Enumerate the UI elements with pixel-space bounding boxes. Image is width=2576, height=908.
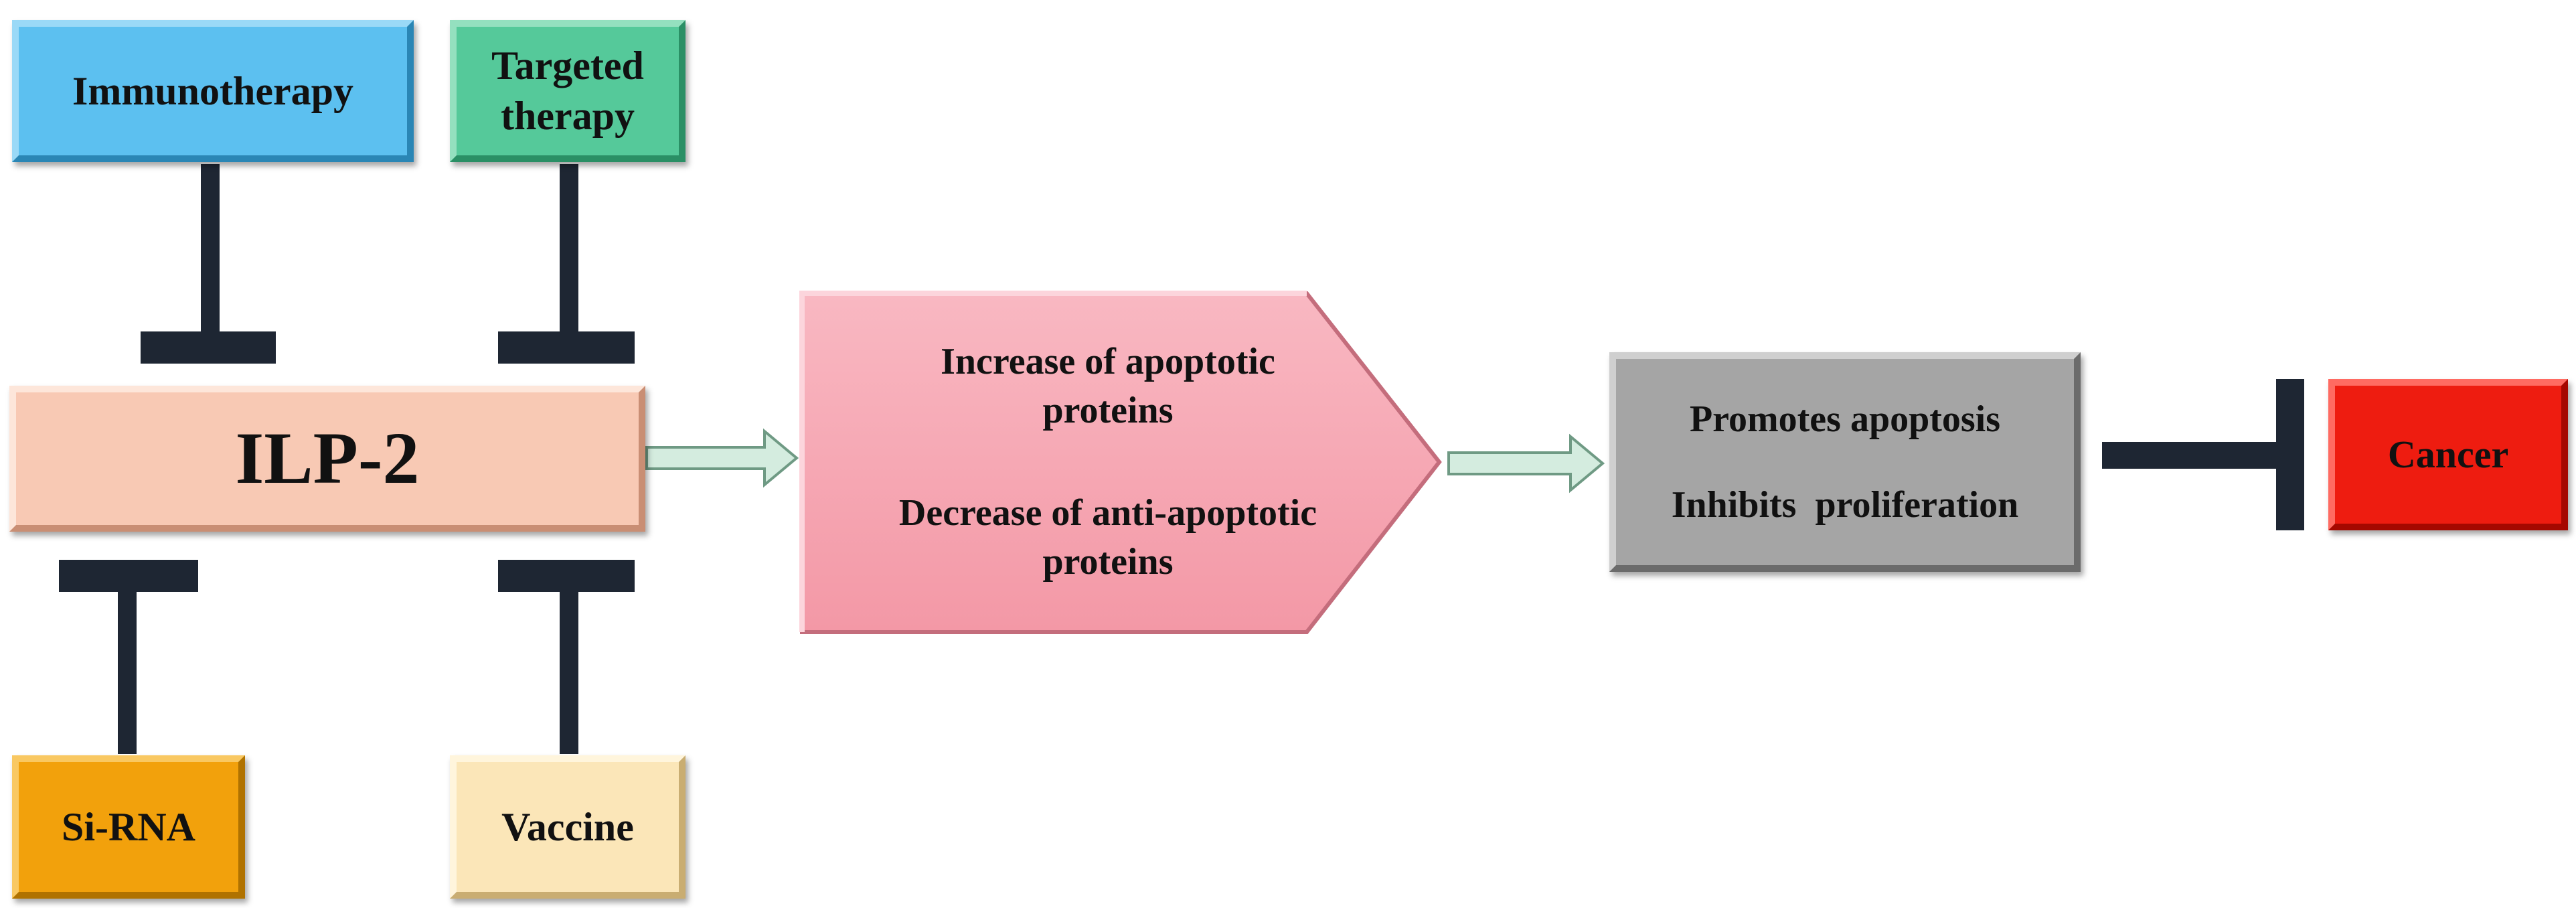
sirna-node: Si-RNA <box>12 755 245 899</box>
vaccine-label: Vaccine <box>501 804 634 849</box>
decrease-anti-apoptotic-label: Decrease of anti-apoptotic proteins <box>898 492 1317 583</box>
immunotherapy-label: Immunotherapy <box>72 68 354 113</box>
sirna-label: Si-RNA <box>61 804 195 849</box>
ilp2-label: ILP-2 <box>235 417 420 500</box>
inhibitor-immunotherapy-to-ilp2 <box>141 164 276 364</box>
protein-changes-node: Increase of apoptotic proteins Decrease … <box>803 295 1413 629</box>
vaccine-node: Vaccine <box>450 755 686 899</box>
inhibitor-outcomes-to-cancer <box>2102 379 2304 530</box>
ilp2-node: ILP-2 <box>9 386 645 532</box>
arrow-ilp2-to-proteins <box>645 428 799 488</box>
increase-apoptotic-label: Increase of apoptotic proteins <box>941 341 1275 432</box>
cancer-node: Cancer <box>2328 379 2568 530</box>
arrow-proteins-to-outcomes <box>1447 433 1605 494</box>
targeted-therapy-label: Targeted therapy <box>491 44 644 138</box>
inhibits-proliferation-label: Inhibits proliferation <box>1671 484 2019 526</box>
targeted-therapy-node: Targeted therapy <box>450 20 686 162</box>
cancer-label: Cancer <box>2387 432 2509 476</box>
inhibitor-vaccine-to-ilp2 <box>498 560 635 754</box>
promotes-apoptosis-label: Promotes apoptosis <box>1689 398 2001 440</box>
inhibitor-targeted-to-ilp2 <box>498 164 635 364</box>
immunotherapy-node: Immunotherapy <box>12 20 414 162</box>
outcomes-node: Promotes apoptosis Inhibits proliferatio… <box>1609 352 2081 572</box>
inhibitor-sirna-to-ilp2 <box>59 560 198 754</box>
